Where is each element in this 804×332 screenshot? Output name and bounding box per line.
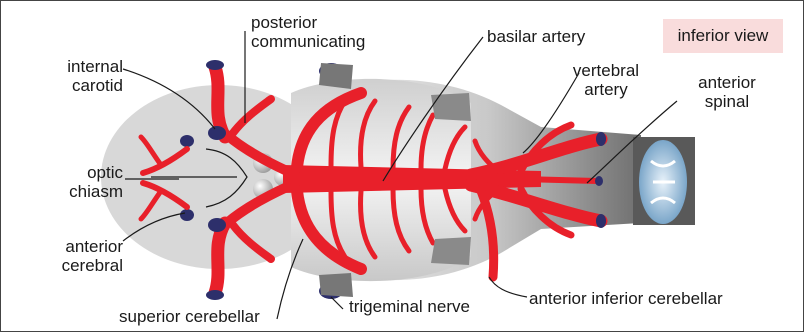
vertebral-artery-label: vertebral artery: [563, 61, 649, 99]
anterior-spinal-label: anterior spinal: [687, 73, 767, 111]
view-label: inferior view: [663, 19, 783, 53]
basilar-artery-label: basilar artery: [487, 27, 585, 46]
trigeminal-nerve-label: trigeminal nerve: [349, 297, 470, 316]
anterior-spinal-vessel: [521, 179, 597, 181]
trigeminal-nerve-root: [319, 273, 353, 297]
posterior-communicating-label: posterior communicating: [251, 13, 365, 51]
anterior-cerebral-label: anterior cerebral: [13, 237, 123, 275]
superior-cerebellar-label: superior cerebellar: [119, 307, 260, 326]
trigeminal-nerve-root: [319, 63, 353, 89]
optic-chiasm-label: optic chiasm: [23, 163, 123, 201]
internal-carotid-vessel: [215, 223, 225, 293]
internal-carotid-label: internal carotid: [23, 57, 123, 95]
anterior-inferior-cerebellar-label: anterior inferior cerebellar: [529, 289, 723, 308]
